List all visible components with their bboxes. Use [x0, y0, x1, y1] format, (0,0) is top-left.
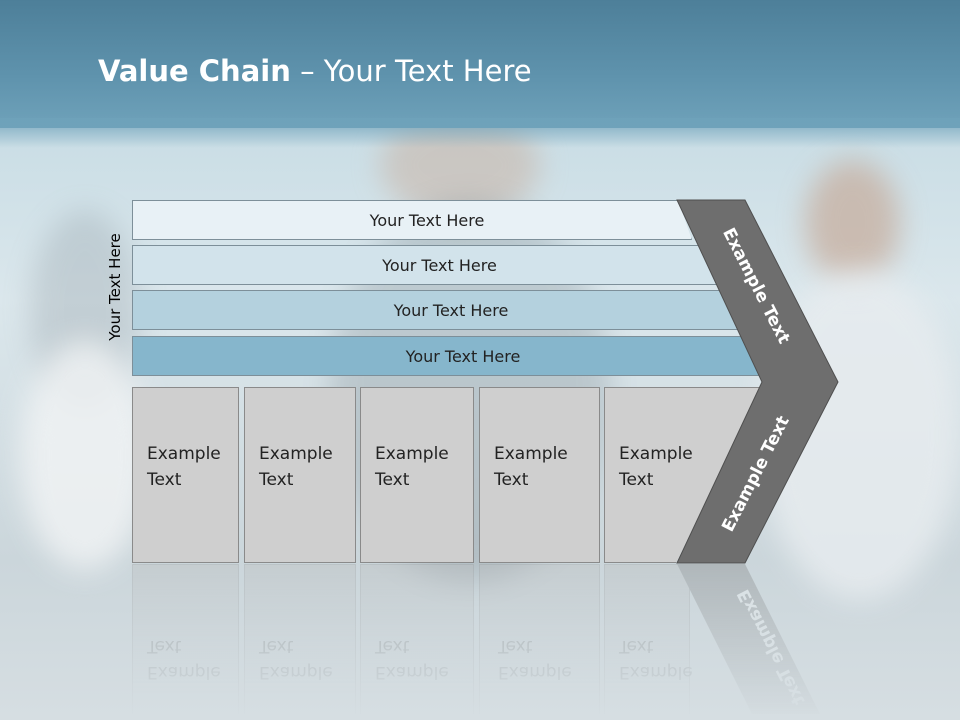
value-row-2[interactable]: Your Text Here [132, 245, 717, 285]
reflection-chevron [677, 564, 820, 714]
background-figure-left-shirt [20, 340, 150, 570]
value-row-1[interactable]: Your Text Here [132, 200, 692, 240]
reflection-box: Example Text [360, 564, 474, 714]
activity-box-1[interactable]: Example Text [132, 387, 239, 563]
value-row-label: Your Text Here [405, 346, 521, 366]
reflection-box: Example Text [604, 564, 693, 714]
title-bar [0, 0, 960, 128]
slide-title: Value Chain – Your Text Here [98, 54, 532, 88]
value-row-label: Your Text Here [369, 210, 485, 230]
background-figure-right-face [805, 160, 900, 285]
reflection-box: Example Text [132, 564, 239, 714]
value-row-4[interactable]: Your Text Here [132, 336, 764, 376]
value-row-3[interactable]: Your Text Here [132, 290, 740, 330]
activity-box-4[interactable]: Example Text [479, 387, 600, 563]
activity-box-label: Example Text [375, 444, 449, 490]
reflection: Example Text Example Text Example Text E… [0, 564, 960, 720]
reflection-box: Example Text [244, 564, 356, 714]
activity-box-label: Example Text [147, 444, 221, 490]
chevron-arrow[interactable] [676, 199, 839, 564]
activity-box-3[interactable]: Example Text [360, 387, 474, 563]
reflection-chevron-shape [677, 564, 820, 714]
slide-title-rest: – Your Text Here [290, 54, 532, 88]
reflection-box: Example Text [479, 564, 600, 714]
slide-title-bold: Value Chain [98, 54, 291, 88]
value-row-label: Your Text Here [393, 300, 509, 320]
value-row-label: Your Text Here [382, 255, 497, 275]
title-bar-fade [0, 118, 960, 148]
activity-box-2[interactable]: Example Text [244, 387, 356, 563]
activity-box-label: Example Text [619, 444, 693, 490]
activity-box-label: Example Text [494, 444, 568, 490]
activity-box-label: Example Text [259, 444, 333, 490]
